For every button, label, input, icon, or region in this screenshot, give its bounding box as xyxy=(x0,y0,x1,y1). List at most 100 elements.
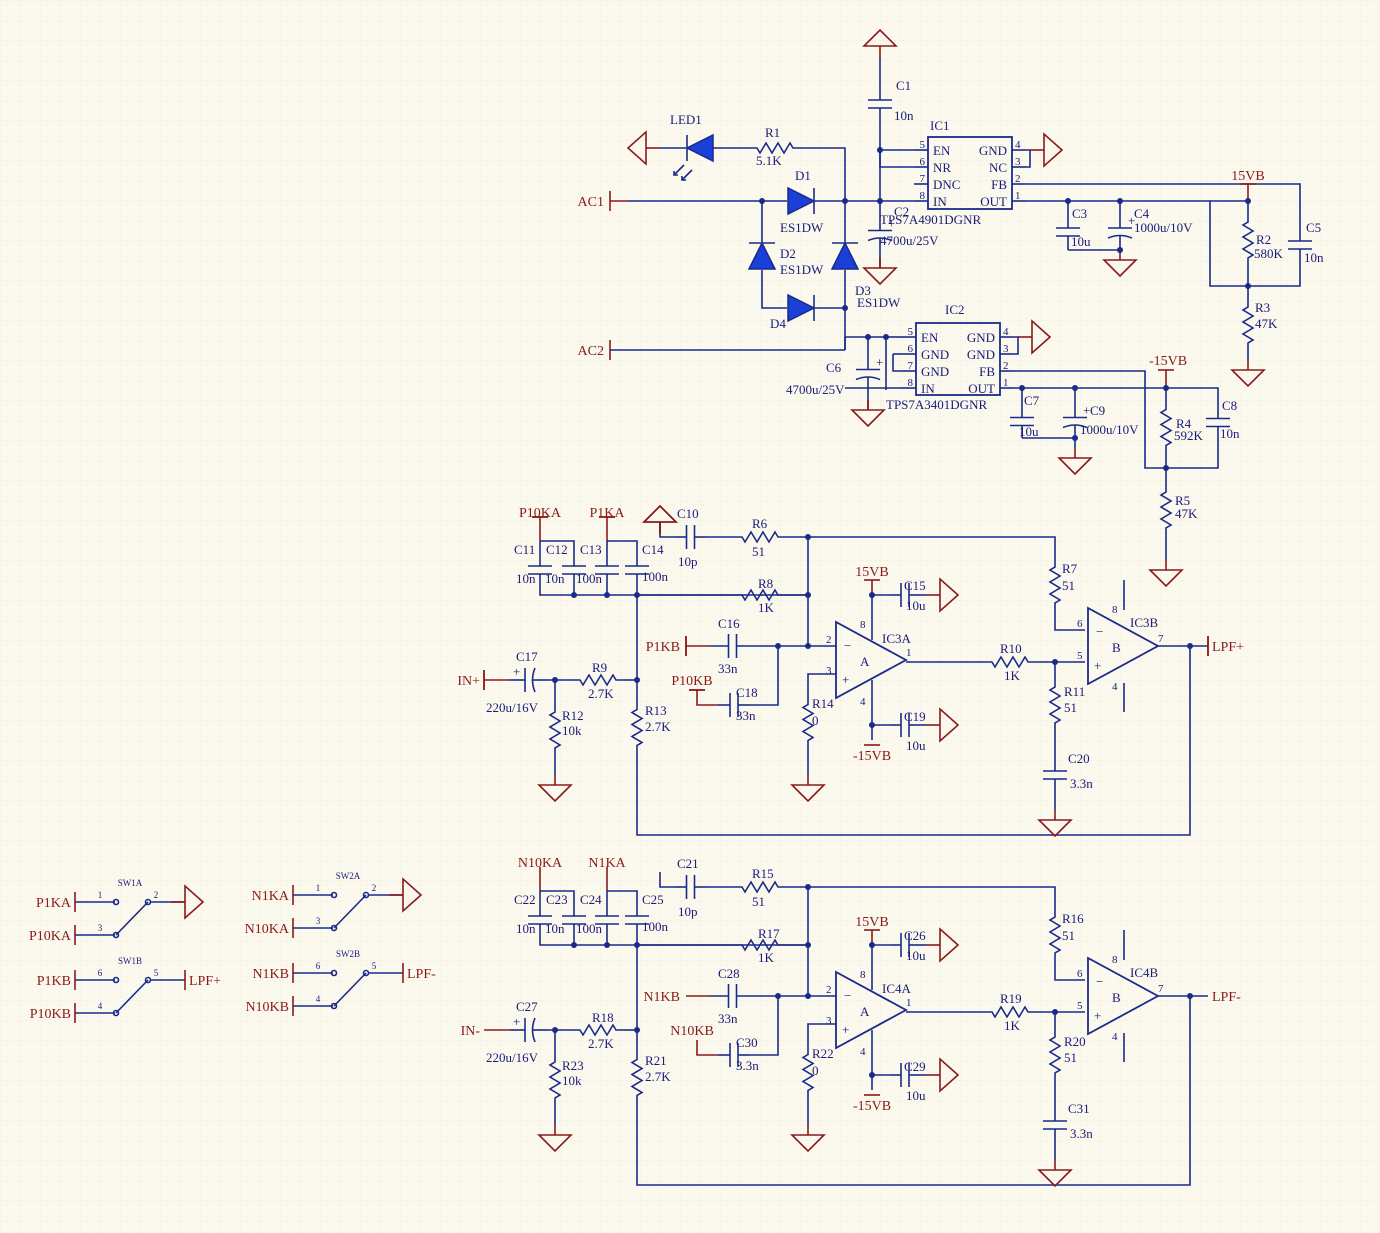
label: IC3B xyxy=(1130,615,1159,630)
capacitor-plate xyxy=(1062,424,1088,429)
pin-name: EN xyxy=(921,330,939,345)
wire xyxy=(1054,615,1085,631)
label: R20 xyxy=(1064,1034,1086,1049)
label: LPF+ xyxy=(1212,640,1244,655)
ground-symbol xyxy=(1057,457,1093,476)
switch-pin-c: 2 xyxy=(372,883,377,893)
label: 0 xyxy=(812,713,819,728)
pin-number: 6 xyxy=(1077,968,1083,980)
pin-number: 3 xyxy=(1015,156,1021,168)
label: 0 xyxy=(812,1063,819,1078)
label: P10KB xyxy=(671,674,712,689)
wire xyxy=(1159,400,1173,455)
label: C19 xyxy=(904,709,926,724)
polarity-mark: + xyxy=(1083,403,1090,418)
wire xyxy=(805,147,846,150)
label: 220u/16V xyxy=(486,1050,539,1065)
wire xyxy=(1048,1025,1062,1085)
label: R23 xyxy=(562,1058,584,1073)
pin-name: DNC xyxy=(933,177,960,192)
pin-number: 6 xyxy=(920,156,926,168)
opamp-unit: A xyxy=(860,654,870,669)
junction-dot xyxy=(805,534,811,540)
label: C20 xyxy=(1068,751,1090,766)
label: LED1 xyxy=(670,112,702,127)
pin-name: GND xyxy=(979,143,1007,158)
wire xyxy=(572,673,624,687)
label: C3 xyxy=(1072,206,1087,221)
opamp-body xyxy=(835,620,908,700)
switch-contact xyxy=(330,969,338,977)
label: 580K xyxy=(1254,246,1284,261)
label: C24 xyxy=(580,892,602,907)
ground-symbol xyxy=(1043,132,1064,168)
label: C26 xyxy=(904,928,926,943)
junction-dot xyxy=(1019,385,1025,391)
switch-contact xyxy=(112,976,120,984)
pin-name: OUT xyxy=(968,381,995,396)
label: 51 xyxy=(1062,578,1075,593)
label: 51 xyxy=(752,894,765,909)
wire xyxy=(807,673,836,690)
label: 2.7K xyxy=(588,686,614,701)
opamp-unit: B xyxy=(1112,990,1121,1005)
label: C21 xyxy=(677,856,699,871)
switch-net-b: N10KB xyxy=(245,1000,289,1015)
label: R21 xyxy=(645,1053,667,1068)
junction-dot xyxy=(1117,198,1123,204)
ground-symbol xyxy=(939,927,960,963)
label: 10n xyxy=(894,108,914,123)
label: C13 xyxy=(580,542,602,557)
label: C4 xyxy=(1134,206,1150,221)
wire xyxy=(607,540,638,555)
switch-pin-b: 4 xyxy=(316,994,321,1004)
pin-name: IN xyxy=(933,194,947,209)
junction-dot xyxy=(1065,198,1071,204)
label: R12 xyxy=(562,708,584,723)
wire xyxy=(761,270,787,309)
label: 100n xyxy=(642,919,669,934)
switch-pin-c: 5 xyxy=(154,968,159,978)
junction-dot xyxy=(1187,643,1193,649)
capacitor-plate xyxy=(855,376,881,381)
switch-net-out: LPF+ xyxy=(189,974,221,989)
switch-pin-b: 3 xyxy=(98,923,103,933)
label: C8 xyxy=(1222,398,1237,413)
pin-number: 4 xyxy=(860,1046,866,1058)
wire xyxy=(1248,270,1301,287)
polarity-mark: + xyxy=(1128,213,1135,228)
label: 2.7K xyxy=(645,719,671,734)
label: C17 xyxy=(516,649,538,664)
label: 10u xyxy=(906,738,926,753)
label: 15VB xyxy=(1231,169,1264,184)
label: 51 xyxy=(1062,928,1075,943)
opamp-body xyxy=(1087,606,1160,686)
label: IC4A xyxy=(882,981,912,996)
junction-dot xyxy=(1072,435,1078,441)
label: 1000u/10V xyxy=(1134,220,1193,235)
pin-number: 5 xyxy=(1077,1000,1083,1012)
ic1-body xyxy=(927,136,1013,210)
opamp-unit: B xyxy=(1112,640,1121,655)
label: IN- xyxy=(461,1024,481,1039)
label: 100n xyxy=(576,921,603,936)
polarity-mark: + xyxy=(513,664,520,679)
diode-d2 xyxy=(747,241,777,270)
label: 10n xyxy=(1304,250,1324,265)
label: R14 xyxy=(812,696,834,711)
pin-number: 4 xyxy=(1112,1031,1118,1043)
pin-number: 7 xyxy=(1158,983,1164,995)
junction-dot xyxy=(805,592,811,598)
label: R16 xyxy=(1062,911,1084,926)
label: N1KB xyxy=(643,990,680,1005)
junction-dot xyxy=(604,592,610,598)
switch-pin-a: 6 xyxy=(316,961,321,971)
label: C25 xyxy=(642,892,664,907)
opamp-body xyxy=(835,970,908,1050)
label: 100n xyxy=(642,569,669,584)
label: C15 xyxy=(904,578,926,593)
